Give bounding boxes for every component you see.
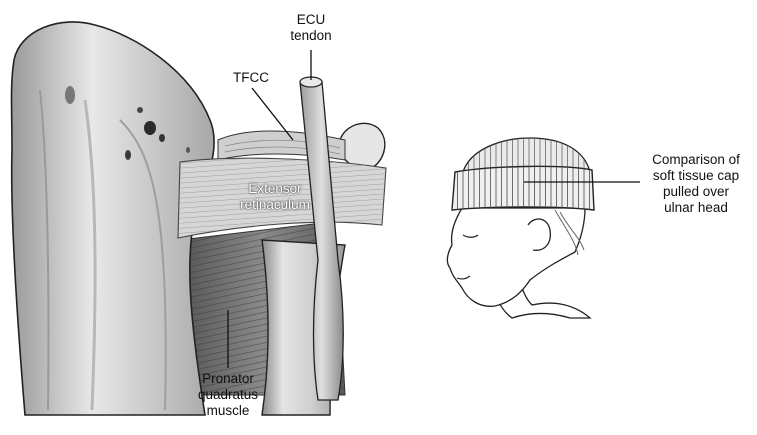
tfcc-label-line1: TFCC: [226, 70, 276, 86]
cap-comparison-label-line3: pulled over: [640, 184, 752, 200]
pronator-quadratus-label: Pronator quadratus muscle: [188, 371, 268, 419]
ecu-tendon-label: ECU tendon: [283, 12, 339, 44]
face: [447, 208, 585, 306]
cap-comparison-label-line1: Comparison of: [640, 152, 752, 168]
cap-comparison-label-line4: ulnar head: [640, 200, 752, 216]
head-with-knit-cap-illustration: [447, 138, 640, 318]
extensor-retinaculum-label-line2: retinaculum: [220, 197, 330, 213]
pronator-quadratus-label-line1: Pronator: [188, 371, 268, 387]
wrist-anatomy-illustration: [12, 22, 387, 415]
ecu-tendon-label-line2: tendon: [283, 28, 339, 44]
pronator-quadratus-label-line3: muscle: [188, 403, 268, 419]
pronator-quadratus-label-line2: quadratus: [188, 387, 268, 403]
cap-comparison-label: Comparison of soft tissue cap pulled ove…: [640, 152, 752, 216]
tfcc-label: TFCC: [226, 70, 276, 86]
extensor-retinaculum-label-line1: Extensor: [220, 181, 330, 197]
cap-comparison-label-line2: soft tissue cap: [640, 168, 752, 184]
extensor-retinaculum-label: Extensor retinaculum: [220, 181, 330, 213]
ecu-tendon-label-line1: ECU: [283, 12, 339, 28]
ulnar-styloid: [340, 123, 385, 169]
